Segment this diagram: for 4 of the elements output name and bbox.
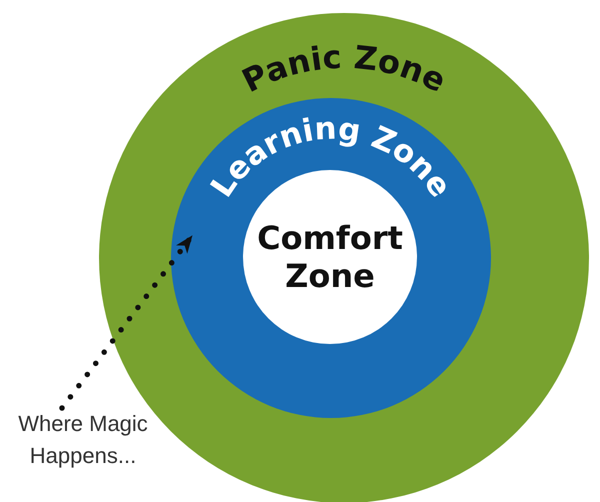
annotation-text: Where Magic Happens...: [8, 408, 158, 472]
dotted-arrow: [59, 233, 195, 411]
zone-title: Comfort Zone: [256, 218, 404, 296]
zone-title: Panic Zone: [236, 38, 452, 100]
